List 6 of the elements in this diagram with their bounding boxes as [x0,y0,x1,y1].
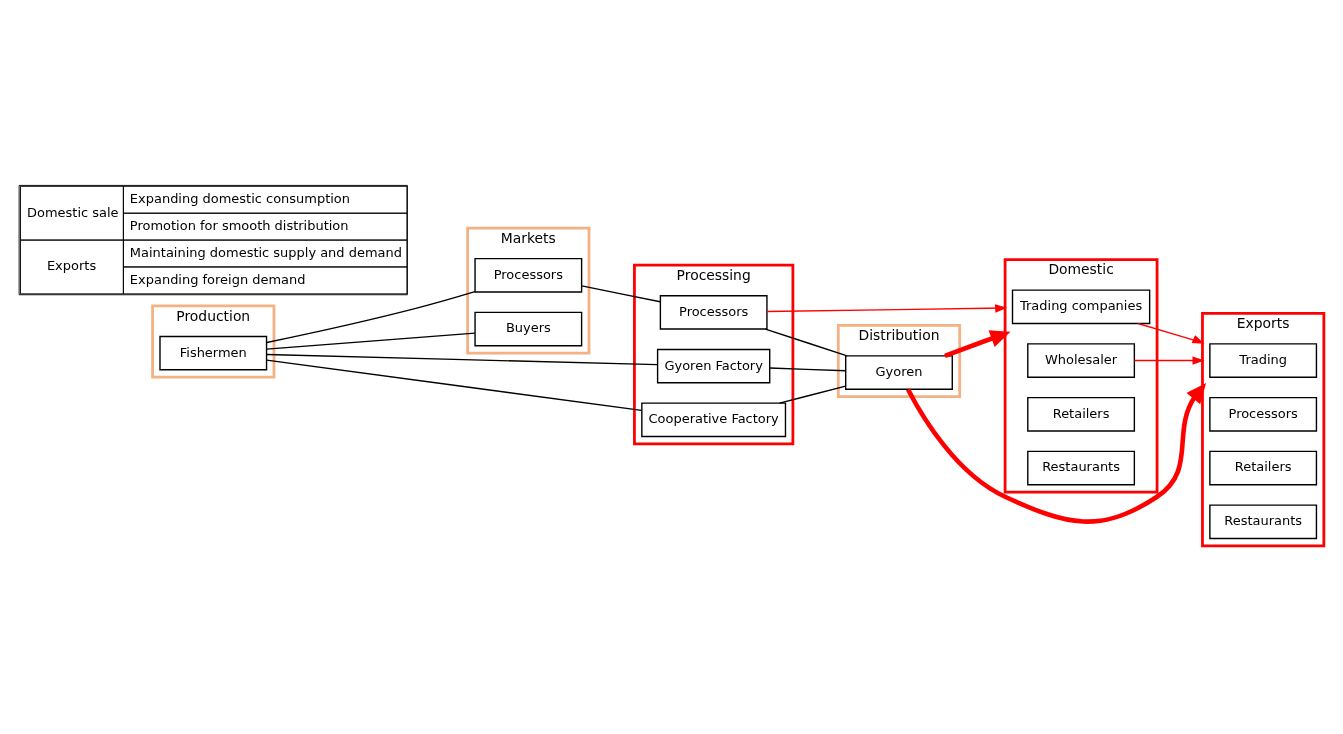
label: Expanding foreign demand [129,271,306,287]
label: Expanding domestic consumption [129,190,350,206]
label: Exports [46,257,97,273]
label: Promotion for smooth distribution [129,217,349,233]
label: Domestic sale [27,204,119,220]
label: Maintaining domestic supply and demand [129,244,402,260]
